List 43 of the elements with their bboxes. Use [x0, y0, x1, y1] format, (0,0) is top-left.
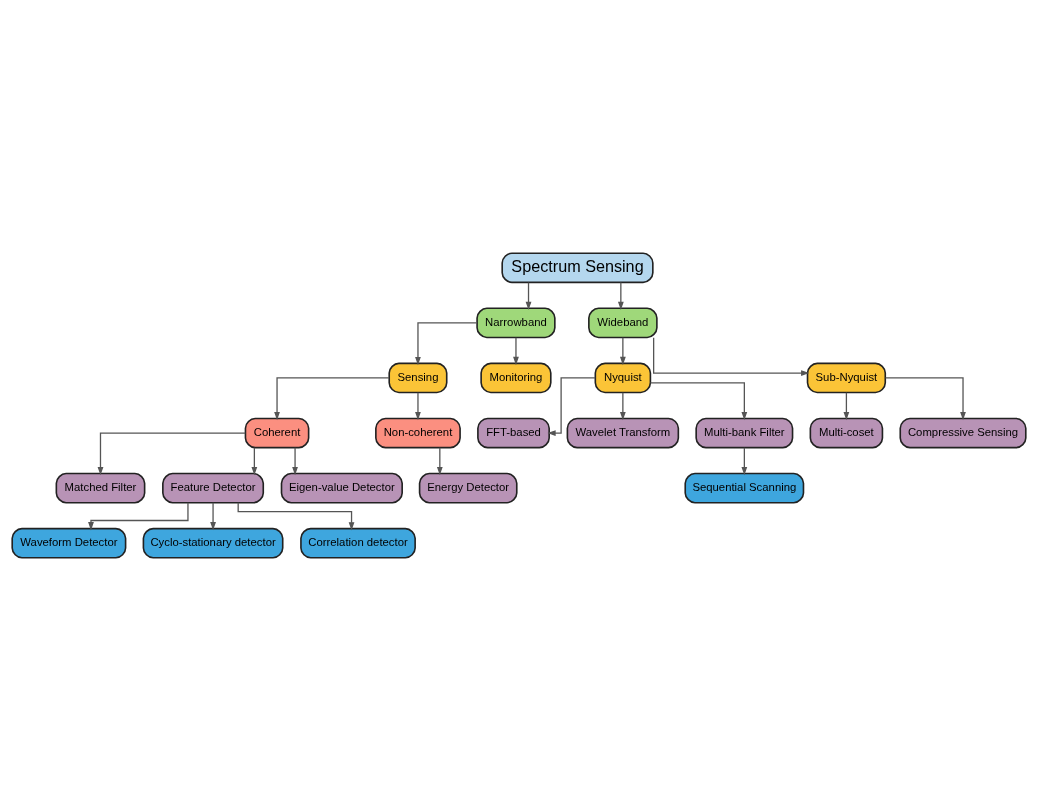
arrow [237, 502, 355, 531]
arrow [251, 447, 258, 476]
node-box: Energy Detector [418, 472, 518, 504]
arrow [653, 337, 810, 376]
arrow [843, 392, 850, 421]
node-box: Sub-Nyquist [806, 362, 887, 394]
node-box: Coherent [244, 417, 310, 449]
node-box: Wavelet Transform [566, 417, 680, 449]
arrow [292, 447, 298, 476]
arrow [649, 382, 748, 421]
arrow [97, 432, 246, 476]
node-box: Matched Filter [55, 472, 146, 504]
node-box: Narrowband [476, 307, 556, 339]
node-box: Compressive Sensing [899, 417, 1027, 449]
arrow [525, 281, 532, 311]
node-box: Nyquist [594, 362, 652, 394]
node-box: Monitoring [480, 362, 552, 394]
node-box: Wideband [588, 307, 658, 339]
node-box: Feature Detector [162, 472, 265, 504]
arrow [619, 392, 626, 421]
node-box: Sensing [388, 362, 448, 394]
node-box: Multi-bank Filter [695, 417, 794, 449]
arrow [884, 377, 966, 421]
node-box: Sequential Scanning [684, 472, 805, 504]
arrow [88, 502, 189, 531]
arrow [274, 377, 390, 421]
node-box: Multi-coset [809, 417, 884, 449]
arrow [547, 377, 596, 436]
arrow [741, 447, 748, 476]
arrow [513, 337, 519, 366]
arrow [617, 281, 624, 311]
node-box: Spectrum Sensing [501, 252, 654, 284]
node-box: Non-coherent [375, 417, 461, 449]
node-box: Waveform Detector [11, 527, 127, 559]
arrow [415, 322, 478, 366]
node-box: Cyclo-stationary detector [142, 527, 284, 559]
arrow [619, 337, 626, 366]
arrow [415, 392, 421, 421]
node-box: Correlation detector [300, 527, 416, 559]
node-box: Eigen-value Detector [280, 472, 403, 504]
node-box: FFT-based [477, 417, 550, 449]
arrow [210, 502, 216, 531]
arrow [436, 447, 443, 476]
